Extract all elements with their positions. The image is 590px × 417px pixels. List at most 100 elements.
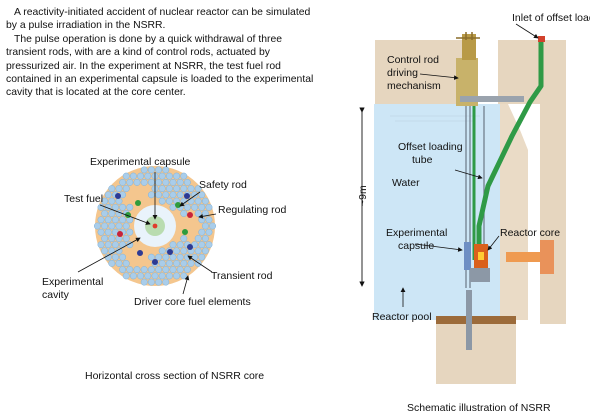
fuel-element [158, 272, 166, 280]
transient-rod [115, 193, 121, 199]
fuel-element [180, 272, 188, 280]
intro-line-2: The pulse operation is done by a quick w… [6, 33, 314, 99]
lower-guide [466, 290, 472, 350]
label-control-rod-3: mechanism [387, 80, 441, 92]
regulating-rod [187, 212, 193, 218]
fuel-element [122, 259, 130, 267]
fuel-element [122, 235, 130, 242]
label-offset-2: tube [412, 154, 433, 166]
fuel-element [187, 259, 195, 267]
core-cross-section [93, 166, 217, 286]
fuel-element [101, 222, 109, 230]
fuel-element [147, 266, 155, 274]
fuel-element [155, 266, 163, 274]
fuel-element [198, 191, 206, 199]
fuel-element [198, 203, 206, 211]
fuel-element [155, 191, 163, 199]
fuel-element [205, 203, 213, 211]
fuel-element [93, 222, 101, 230]
control-rod-drive [456, 58, 478, 106]
fuel-element [173, 185, 181, 193]
fuel-element [158, 247, 166, 255]
fuel-element [122, 185, 130, 193]
driver-core-fuel-elements [93, 166, 217, 286]
fuel-element [173, 259, 181, 267]
fuel-element [108, 222, 116, 230]
label-reactor-core: Reactor core [500, 227, 560, 239]
fuel-element [201, 235, 209, 242]
control-rods [115, 193, 193, 265]
fuel-element [97, 216, 105, 224]
fuel-element [137, 272, 145, 280]
fuel-element [126, 178, 134, 186]
label-test-fuel: Test fuel [64, 193, 103, 205]
fuel-element [155, 166, 163, 174]
fuel-element [205, 216, 213, 224]
fuel-element [115, 185, 123, 193]
fuel-element [147, 278, 155, 286]
fuel-element [173, 272, 181, 280]
pool-liner [500, 104, 528, 320]
fuel-element [201, 247, 209, 255]
label-driver-core: Driver core fuel elements [134, 296, 251, 308]
fuel-element [201, 222, 209, 230]
fuel-element [111, 203, 119, 211]
fuel-element [122, 272, 130, 280]
fuel-element [165, 172, 173, 180]
fuel-element [165, 185, 173, 193]
bridge [460, 96, 524, 102]
nsrr-schematic [374, 32, 566, 384]
label-experimental: Experimental [42, 276, 103, 288]
transient-rod [167, 249, 173, 255]
fuel-element [147, 166, 155, 174]
fuel-element [180, 235, 188, 242]
fuel-element [111, 216, 119, 224]
fuel-element [137, 172, 145, 180]
fuel-element [108, 259, 116, 267]
water-surface-lines [390, 115, 480, 122]
fuel-element [140, 278, 148, 286]
label-safety-rod: Safety rod [199, 179, 247, 191]
core-leader-lines [77, 172, 217, 295]
beam-port [506, 252, 540, 262]
fuel-element [169, 253, 177, 261]
transient-rod [187, 244, 193, 250]
fuel-element [165, 197, 173, 205]
fuel-element [104, 253, 112, 261]
fuel-element [180, 185, 188, 193]
fuel-element [187, 185, 195, 193]
fuel-element [209, 222, 217, 230]
fuel-element [144, 272, 152, 280]
fuel-element [194, 185, 202, 193]
fuel-element [180, 259, 188, 267]
fuel-element [180, 210, 188, 217]
fuel-element [111, 253, 119, 261]
fuel-element [165, 272, 173, 280]
fuel-element [101, 247, 109, 255]
reactor-pool-water [374, 104, 500, 320]
fuel-element [173, 247, 181, 255]
fuel-element [155, 278, 163, 286]
transient-rod [184, 193, 190, 199]
fuel-element [108, 235, 116, 242]
fuel-element [119, 178, 127, 186]
fuel-element [158, 172, 166, 180]
fuel-element [194, 247, 202, 255]
label-control-rod-2: driving [387, 67, 418, 79]
label-reactor-pool: Reactor pool [372, 311, 432, 323]
label-regulating-rod: Regulating rod [218, 204, 286, 216]
fuel-element [201, 197, 209, 205]
fuel-element [119, 241, 127, 249]
fuel-element [119, 253, 127, 261]
fuel-element [158, 197, 166, 205]
beam-port-end [540, 240, 554, 274]
fuel-element [176, 178, 184, 186]
label-offset-1: Offset loading [398, 141, 463, 153]
label-control-rod-1: Control rod [387, 54, 439, 66]
concrete-structure [375, 40, 566, 384]
experimental-capsule-body [464, 242, 471, 270]
fuel-element [162, 178, 170, 186]
fuel-element [162, 191, 170, 199]
fuel-element [191, 203, 199, 211]
fuel-element [191, 253, 199, 261]
